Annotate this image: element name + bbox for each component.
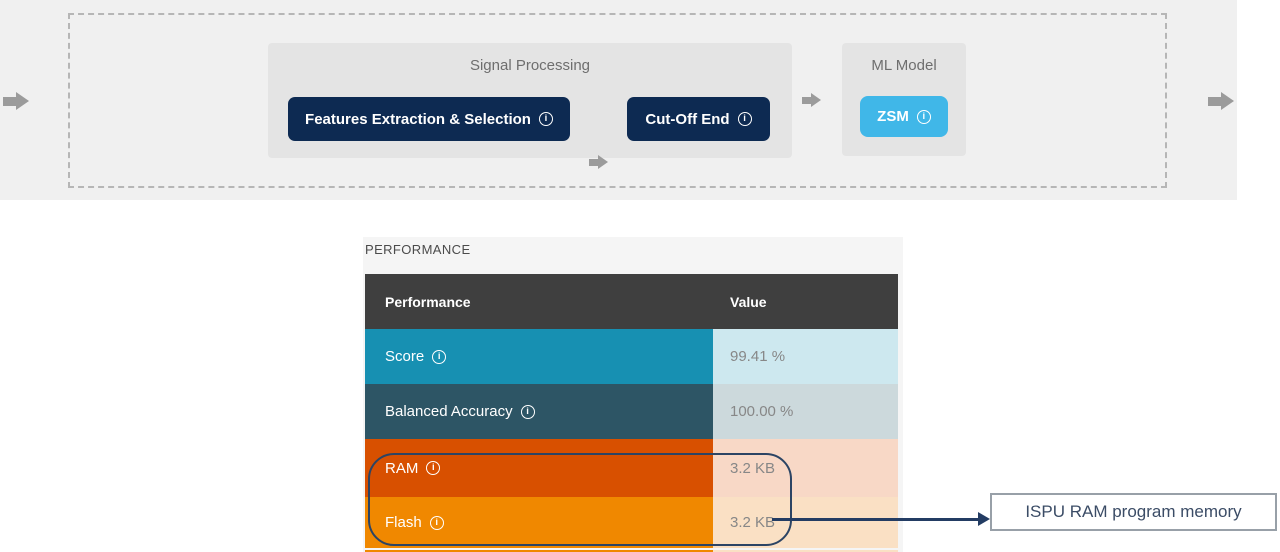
row-value-cell: 3.2 KB — [713, 439, 898, 497]
cut-off-end-label: Cut-Off End — [645, 110, 730, 128]
performance-panel: PERFORMANCE Performance Value Score 99.4… — [363, 237, 903, 552]
features-extraction-selection-button[interactable]: Features Extraction & Selection — [288, 97, 570, 141]
info-icon[interactable] — [426, 461, 441, 475]
row-label-cell — [365, 550, 713, 552]
row-label: Flash — [385, 514, 422, 531]
table-header-row: Performance Value — [365, 274, 898, 329]
zsm-model-button[interactable]: ZSM — [860, 96, 948, 137]
table-row-flash: Flash 3.2 KB — [365, 497, 898, 548]
col-header-value: Value — [713, 274, 898, 329]
table-row-score: Score 99.41 % — [365, 329, 898, 384]
table-row-partial — [365, 550, 898, 552]
info-icon[interactable] — [520, 404, 535, 419]
info-icon[interactable] — [432, 349, 447, 364]
ml-model-title: ML Model — [871, 57, 937, 74]
row-label-cell: Score — [365, 329, 713, 384]
pipeline-strip: Signal Processing Features Extraction & … — [0, 0, 1237, 200]
features-extraction-selection-label: Features Extraction & Selection — [305, 110, 531, 128]
performance-table: Performance Value Score 99.41 % Balanced… — [365, 274, 898, 552]
callout-arrowhead-icon — [978, 512, 990, 526]
signal-processing-title: Signal Processing — [469, 57, 591, 74]
pipeline-dashed-container — [68, 13, 1167, 188]
row-label: RAM — [385, 459, 419, 477]
info-icon[interactable] — [429, 515, 444, 530]
info-icon[interactable] — [538, 112, 553, 126]
table-row-balanced-accuracy: Balanced Accuracy 100.00 % — [365, 384, 898, 439]
callout-connector-line — [772, 518, 979, 521]
info-icon[interactable] — [916, 109, 931, 124]
ml-model-card: ML Model ZSM — [842, 43, 966, 156]
col-header-performance: Performance — [365, 274, 713, 329]
zsm-label: ZSM — [877, 108, 909, 125]
ispu-annotation-box: ISPU RAM program memory — [990, 493, 1277, 531]
signal-processing-card: Signal Processing Features Extraction & … — [268, 43, 792, 169]
flow-arrow-icon — [589, 155, 608, 169]
table-row-ram: RAM 3.2 KB — [365, 439, 898, 497]
flow-arrow-left-icon — [3, 92, 29, 110]
info-icon[interactable] — [737, 112, 752, 126]
row-label-cell: Flash — [365, 497, 713, 548]
row-value-cell: 100.00 % — [713, 384, 898, 439]
flow-arrow-mid-icon — [802, 93, 821, 107]
cut-off-end-button[interactable]: Cut-Off End — [627, 97, 770, 141]
performance-section-title: PERFORMANCE — [365, 242, 471, 257]
row-value-cell — [713, 550, 898, 552]
row-label-cell: Balanced Accuracy — [365, 384, 713, 439]
row-value-cell: 99.41 % — [713, 329, 898, 384]
flow-arrow-right-icon — [1208, 92, 1234, 110]
row-label: Score — [385, 348, 425, 365]
row-value-cell: 3.2 KB — [713, 497, 898, 548]
row-label: Balanced Accuracy — [385, 403, 513, 420]
row-label-cell: RAM — [365, 439, 713, 497]
ispu-annotation-label: ISPU RAM program memory — [1025, 502, 1242, 521]
